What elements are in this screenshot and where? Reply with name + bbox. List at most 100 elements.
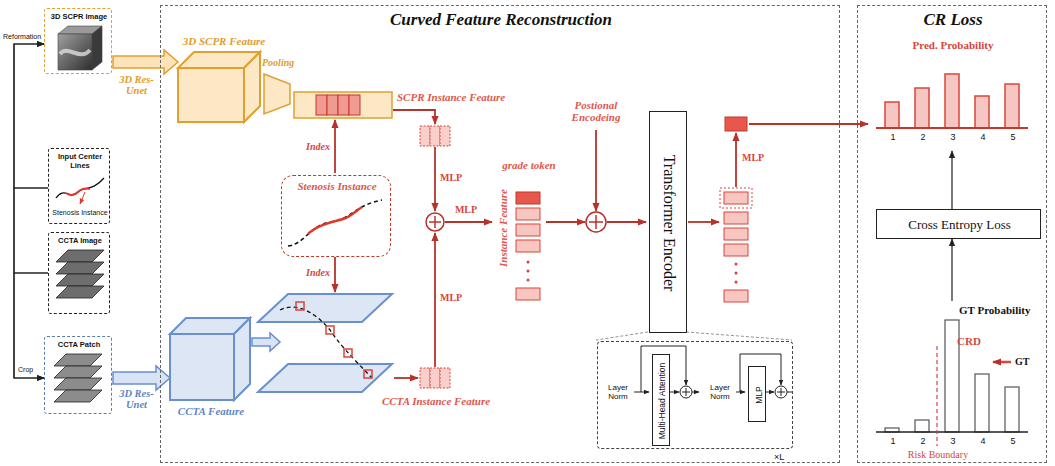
sum-symbol: [434, 216, 436, 228]
flow-arrow: [394, 377, 418, 379]
pooled-feature: [327, 95, 338, 115]
instance-vector: [420, 126, 430, 146]
node-label: 3: [946, 436, 960, 446]
output-tokens: [735, 281, 738, 284]
ccta-slices: [56, 286, 104, 298]
edge-label: 3D Res-Unet: [113, 74, 160, 96]
node-label: 4: [976, 132, 990, 142]
pred-bars: [885, 74, 1019, 128]
feature-slices: [258, 294, 392, 392]
index-arrow: [334, 120, 336, 173]
annotation: MLP: [742, 152, 772, 163]
ccta-feature-cube: [234, 318, 250, 400]
flow-arrow: [434, 233, 436, 367]
node-label: CCTA Patch: [45, 340, 113, 349]
instance-vector: [430, 368, 440, 388]
sum-symbol: [595, 215, 597, 229]
input-panel: Input Center LinesStenosis Instance: [48, 148, 110, 224]
node-label: Transformer Encoder: [660, 155, 678, 292]
node-label: SCPR Instance Feature: [397, 91, 515, 103]
node-label: Layer Norm: [702, 383, 738, 401]
zoom-line: [596, 332, 648, 340]
node-label: 1: [886, 132, 900, 142]
zoom-line: [686, 332, 792, 340]
ccta-slices: [56, 250, 104, 262]
pooled-feature: [294, 92, 392, 118]
flow-arrow: [749, 123, 868, 125]
gt-bars: [885, 320, 1019, 432]
ccta-feature-cube: [170, 318, 250, 400]
block-arrow: [113, 366, 170, 390]
node-label: 5: [1006, 436, 1020, 446]
instance-vector: [420, 368, 450, 388]
annotation: Pooling: [262, 57, 306, 68]
center-line: [66, 188, 90, 195]
output-tokens: [724, 212, 748, 224]
sampled-path: [364, 370, 372, 378]
token-column: [516, 208, 540, 220]
token-column: [516, 288, 540, 300]
edge-label: Crop: [18, 366, 48, 373]
token-column: [516, 240, 540, 252]
annotation: MLP: [440, 172, 470, 183]
token-column: [527, 270, 530, 273]
pred-bars: [885, 102, 899, 128]
scpr-volume: [58, 26, 102, 70]
node-label: ×L: [774, 452, 796, 462]
pooled-feature: [294, 92, 392, 118]
output-tokens: [724, 228, 748, 240]
flow-arrow: [735, 133, 737, 187]
loss-panel: Pred. Probability12345Cross Entropy Loss…: [857, 5, 1047, 463]
shift-arrow: [993, 361, 1011, 364]
feature-slices: [258, 294, 392, 322]
stenosis-curve: [288, 200, 382, 246]
flow-arrow: [595, 130, 597, 211]
node-label: Pred. Probability: [873, 39, 1033, 51]
output-tokens: [735, 263, 738, 266]
node-label: 2: [916, 132, 930, 142]
sum-symbol: [586, 212, 606, 232]
sampled-path: [326, 326, 334, 334]
node-label: CCTA Feature: [161, 405, 261, 417]
feature-vector: CCTA Instance Feature: [421, 369, 451, 389]
connector: [951, 151, 952, 209]
output-tokens: [724, 244, 748, 256]
annotation: Index: [292, 141, 330, 152]
sum-symbol: [775, 386, 787, 398]
annotation: Index: [292, 267, 330, 278]
flow-arrow: [607, 221, 646, 223]
node-label: GT: [1015, 356, 1039, 367]
node-label: 5: [1006, 132, 1020, 142]
pooled-feature: [316, 95, 327, 115]
output-tokens: [720, 188, 752, 208]
feature-vector: SCPR Instance Feature: [421, 127, 451, 147]
flow-arrow: [546, 221, 585, 223]
center-line: [56, 178, 104, 204]
node-label: 3: [946, 132, 960, 142]
node-label: Stenosis Instance: [282, 180, 392, 192]
node-label: grade token: [501, 159, 557, 171]
patch-slices: [54, 378, 102, 390]
gt-bars: [945, 320, 959, 432]
node-label: Cross Entropy Loss: [877, 217, 1042, 233]
token-column: grade token: [515, 191, 543, 303]
encoder-block-wires: [669, 392, 679, 393]
instance-vector: [440, 368, 450, 388]
scpr-feature-cube: [244, 52, 260, 122]
pooling-layer: [264, 74, 290, 114]
patch-slices: [54, 390, 102, 402]
node-label: GT Probability: [959, 304, 1043, 316]
image-panel: CCTA Image: [48, 232, 110, 314]
edge-label: 3D Res-Unet: [113, 388, 160, 410]
pred-bars: [945, 74, 959, 128]
sampled-path: [296, 302, 304, 310]
patch-slices: [54, 354, 102, 402]
block-arrow: [252, 333, 280, 351]
scpr-feature-cube: [178, 52, 260, 122]
token-column: [516, 192, 540, 204]
sum-symbol: [426, 213, 444, 231]
node-label: CCTA Instance Feature: [376, 395, 496, 407]
patch-panel: CCTA Patch: [44, 336, 112, 414]
token-column: [527, 261, 530, 264]
